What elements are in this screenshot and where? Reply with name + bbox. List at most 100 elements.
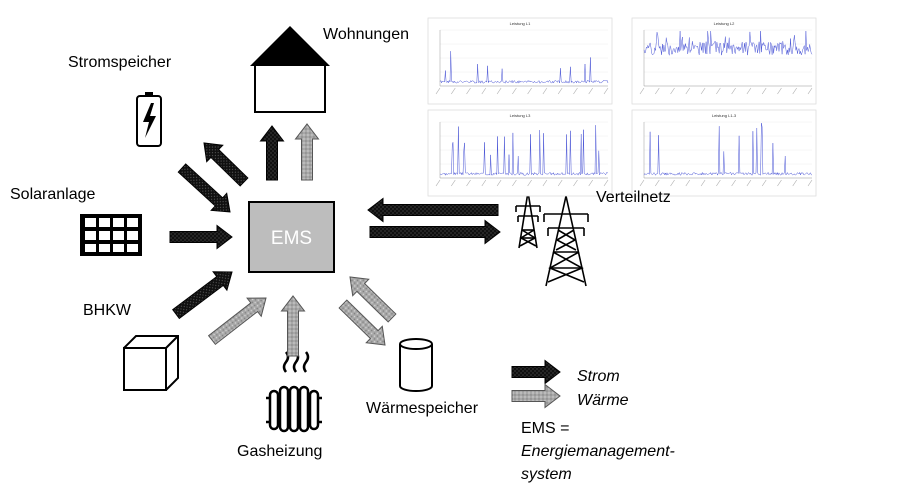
chart-tick — [466, 179, 471, 187]
arrow-ems-to-verteilnetz — [369, 219, 501, 245]
chart-tick — [731, 87, 736, 95]
chart-tick — [807, 179, 813, 187]
chart-tick — [527, 87, 532, 95]
label-verteilnetz: Verteilnetz — [596, 189, 671, 206]
chart-tick — [700, 87, 706, 95]
flow-arrows — [169, 123, 561, 409]
chart-tick — [670, 179, 675, 187]
arrow-bhkw-strom — [172, 271, 233, 320]
chart-tick — [792, 87, 797, 95]
chart-panel: Leistung L2 — [631, 17, 817, 105]
chart-tick — [435, 87, 441, 95]
arrow-stromspeicher-to-ems — [177, 163, 231, 213]
chart-tick — [655, 87, 660, 95]
chart-tick — [761, 179, 767, 187]
arrow-verteilnetz-to-ems — [367, 197, 499, 223]
chart-tick — [451, 87, 456, 95]
arrow-ems-to-waermespeicher — [338, 299, 386, 346]
label-wohnungen: Wohnungen — [323, 26, 409, 43]
arrow-solaranlage-to-ems — [169, 224, 233, 250]
chart-tick — [746, 179, 752, 187]
chart-tick — [542, 87, 548, 95]
legend-strom-arrow — [511, 359, 561, 385]
chart-tick — [573, 87, 578, 95]
chart-tick — [792, 179, 797, 187]
chart-tick — [655, 179, 660, 187]
chart-tick — [588, 87, 593, 95]
ems-definition-line1: EMS = — [521, 420, 570, 437]
chart-panel: Leistung L1-3 — [631, 109, 817, 197]
arrow-bhkw-waerme — [207, 297, 267, 346]
label-stromspeicher: Stromspeicher — [68, 54, 172, 71]
ems-node: EMS — [248, 201, 335, 273]
battery-icon — [136, 92, 162, 147]
chart-tick — [557, 87, 563, 95]
cube-icon — [123, 335, 179, 391]
chart-tick — [496, 87, 502, 95]
chart-series-line — [643, 123, 813, 176]
chart-title: Leistung L1-3 — [712, 113, 737, 118]
chart-tick — [557, 179, 563, 187]
chart-panel: Leistung L3 — [427, 109, 613, 197]
chart-tick — [777, 179, 782, 187]
chart-tick — [512, 179, 517, 187]
chart-tick — [716, 87, 721, 95]
chart-tick — [466, 87, 471, 95]
chart-axis — [439, 122, 608, 179]
chart-tick — [639, 179, 645, 187]
chart-tick — [603, 179, 609, 187]
chart-tick — [670, 87, 675, 95]
chart-tick — [761, 87, 767, 95]
chart-series-line — [439, 125, 609, 176]
chart-tick — [700, 179, 706, 187]
legend-waerme-label: Wärme — [577, 392, 629, 409]
ems-label: EMS — [271, 228, 312, 249]
chart-tick — [807, 87, 813, 95]
arrow-ems-to-stromspeicher — [203, 142, 249, 187]
chart-tick — [573, 179, 578, 187]
chart-tick — [685, 87, 691, 95]
chart-axis — [643, 30, 812, 87]
chart-axis — [643, 122, 812, 179]
chart-tick — [481, 179, 487, 187]
label-gasheizung: Gasheizung — [237, 443, 323, 460]
legend-strom-label: Strom — [577, 368, 620, 385]
label-bhkw: BHKW — [83, 302, 131, 319]
load-charts: Leistung L1 Leistung L2 Leistung L3 Leis… — [427, 17, 817, 197]
legend-waerme-arrow — [511, 383, 561, 409]
arrow-gasheizung-to-ems — [280, 295, 306, 357]
chart-tick — [527, 179, 532, 187]
chart-tick — [451, 179, 456, 187]
chart-title: Leistung L1 — [510, 21, 531, 26]
chart-tick — [603, 87, 609, 95]
chart-panel: Leistung L1 — [427, 17, 613, 105]
radiator-icon — [266, 351, 322, 433]
storage-tank-icon — [399, 338, 433, 392]
solar-panel-icon — [80, 214, 142, 256]
ems-definition-line2: Energiemanagement- — [521, 443, 675, 460]
chart-series-line — [643, 31, 813, 56]
chart-tick — [435, 179, 441, 187]
chart-tick — [685, 179, 691, 187]
chart-title: Leistung L2 — [714, 21, 735, 26]
power-pylon-icon — [515, 186, 589, 287]
ems-definition-line3: system — [521, 466, 572, 483]
chart-tick — [481, 87, 487, 95]
chart-title: Leistung L3 — [510, 113, 531, 118]
chart-tick — [542, 179, 548, 187]
label-waermespeicher: Wärmespeicher — [366, 400, 479, 417]
house-icon — [250, 26, 330, 113]
arrow-ems-to-wohnungen-strom — [259, 125, 285, 181]
chart-tick — [496, 179, 502, 187]
chart-series-line — [439, 51, 609, 84]
chart-tick — [777, 87, 782, 95]
chart-tick — [639, 87, 645, 95]
chart-tick — [588, 179, 593, 187]
label-solaranlage: Solaranlage — [10, 186, 96, 203]
arrow-ems-to-wohnungen-waerme — [294, 123, 320, 181]
chart-axis — [439, 30, 608, 87]
chart-tick — [746, 87, 752, 95]
chart-tick — [512, 87, 517, 95]
arrow-waermespeicher-to-ems — [349, 276, 397, 323]
